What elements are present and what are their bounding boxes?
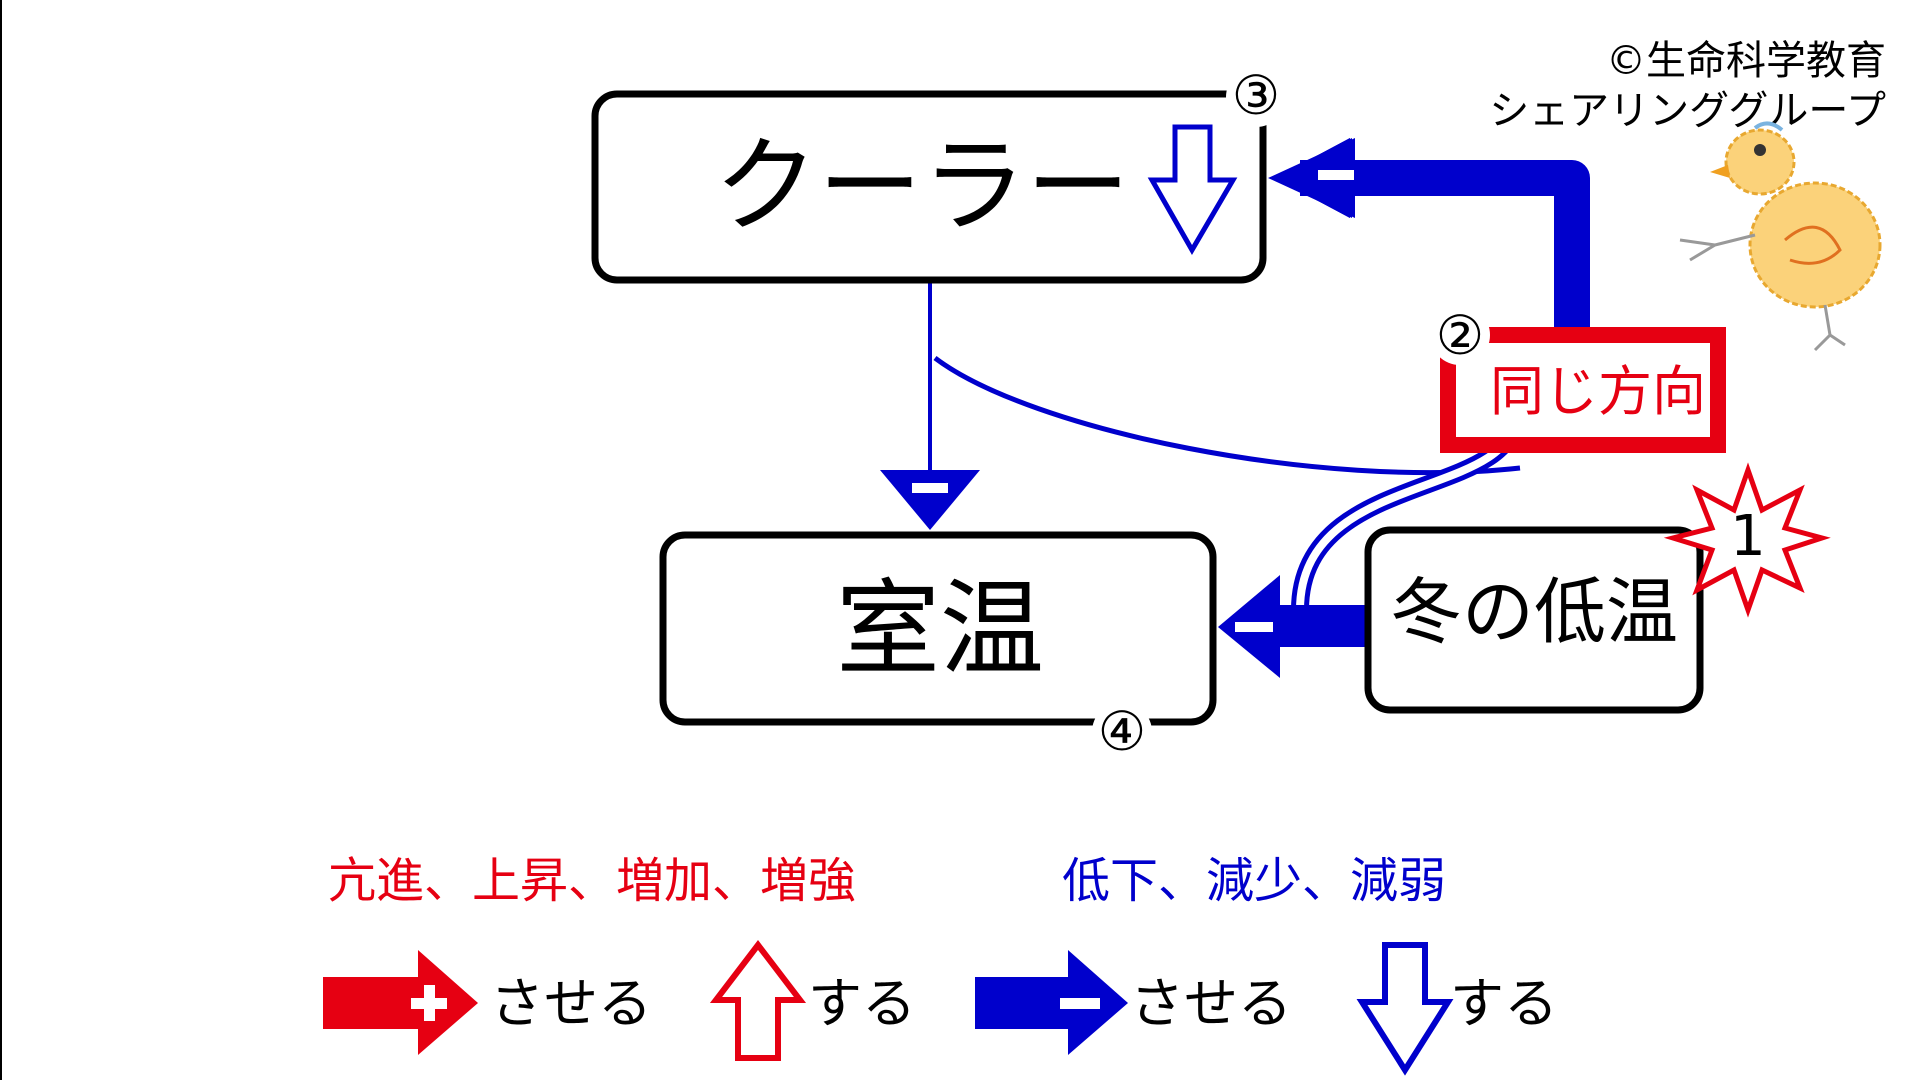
node-room-temp-badge: ④ — [1098, 700, 1146, 763]
node-winter-low-temp-badge: 1 — [1730, 504, 1766, 569]
up-arrow-icon — [709, 940, 807, 1061]
legend-item-blue-down-arrow: する — [1356, 942, 1558, 1076]
node-same-direction-label: 同じ方向 — [1490, 360, 1706, 423]
node-winter-low-temp-label: 冬の低温 — [1390, 570, 1678, 654]
legend-item-4-label: する — [1450, 972, 1558, 1035]
node-cooler-badge: ③ — [1232, 64, 1280, 127]
edge-cooler-to-room-temp — [880, 280, 980, 530]
legend-item-2-label: する — [808, 972, 916, 1035]
node-same-direction: 同じ方向 ② — [1430, 304, 1726, 453]
chick-illustration — [1679, 121, 1882, 352]
node-winter-low-temp: 冬の低温 1 — [1364, 462, 1831, 714]
node-cooler-label: クーラー — [714, 125, 1130, 247]
legend-red-heading: 亢進、上昇、増加、増強 — [328, 853, 856, 909]
node-room-temp-badge-bg — [1092, 702, 1152, 762]
legend-blue-heading: 低下、減少、減弱 — [1062, 853, 1446, 909]
edge-same-direction-sign — [1318, 170, 1354, 180]
minus-icon — [1060, 998, 1100, 1009]
copyright-line2: シェアリンググループ — [1489, 88, 1886, 134]
node-room-temp-label: 室温 — [836, 568, 1044, 690]
legend-item-red-up-arrow: する — [709, 940, 916, 1061]
node-same-direction-badge: ② — [1436, 304, 1484, 367]
edge-winter-sign — [1235, 622, 1273, 632]
node-same-direction-badge-bg — [1430, 305, 1490, 365]
copyright-line1: ©生命科学教育 — [1606, 38, 1886, 84]
down-trend-icon — [1147, 124, 1238, 255]
node-room-temp: 室温 ④ — [659, 531, 1217, 763]
legend-item-red-increase-arrow: させる — [323, 950, 652, 1055]
node-cooler: クーラー ③ — [591, 64, 1286, 284]
edge-same-direction-to-cooler — [1268, 138, 1590, 330]
edge-winter-to-room-temp — [1218, 575, 1370, 678]
relation-curve-upper — [933, 356, 1521, 476]
legend-item-3-label: させる — [1130, 972, 1292, 1035]
legend-item-blue-decrease-arrow: させる — [975, 950, 1292, 1055]
legend-item-1-label: させる — [490, 972, 652, 1035]
node-cooler-badge-bg — [1226, 67, 1286, 127]
down-arrow-icon — [1356, 942, 1454, 1076]
edge-cooler-sign — [912, 483, 948, 493]
starburst-icon — [1663, 462, 1831, 618]
legend: 亢進、上昇、増加、増強 低下、減少、減弱 させる する させる する — [323, 853, 1558, 1076]
